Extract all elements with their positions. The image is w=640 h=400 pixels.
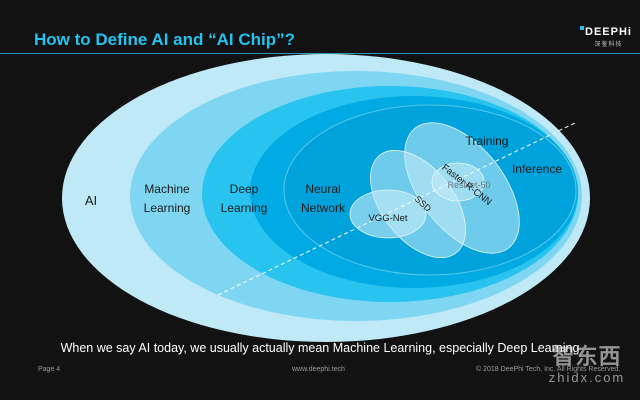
title-divider: [0, 53, 640, 54]
label-neural-network-2: Network: [301, 201, 346, 215]
watermark-text: 智东西: [552, 344, 622, 369]
slide-title: How to Define AI and “AI Chip”?: [34, 30, 295, 49]
label-ai: AI: [85, 193, 97, 208]
training-inference-divider: [217, 121, 578, 296]
page-number: Page 4: [38, 366, 61, 373]
label-resnet: ResNet-50: [447, 180, 490, 190]
label-training: Training: [466, 134, 509, 148]
label-neural-network-1: Neural: [305, 182, 340, 196]
label-inference: Inference: [512, 162, 562, 176]
brand-logo-text: DEEPHi: [585, 26, 632, 38]
watermark: 智东西 zhidx.com: [538, 344, 636, 396]
label-machine-learning-1: Machine: [144, 182, 190, 196]
label-machine-learning-2: Learning: [144, 201, 191, 215]
footer-url: www.deephi.tech: [292, 366, 345, 373]
label-deep-learning-1: Deep: [230, 182, 259, 196]
brand-subtitle: 深鉴科技: [594, 42, 623, 48]
label-vgg-net: VGG-Net: [368, 213, 407, 224]
vgg-ellipse: [349, 189, 427, 239]
footer-copyright: © 2018 DeePhi Tech, Inc. All Rights Rese…: [476, 366, 621, 373]
slide-caption: When we say AI today, we usually actuall…: [60, 341, 580, 355]
watermark-domain: zhidx.com: [548, 370, 626, 385]
label-deep-learning-2: Learning: [221, 201, 268, 215]
logo-mark-icon: [580, 26, 584, 30]
brand-logo: DEEPHi 深鉴科技: [580, 26, 632, 48]
